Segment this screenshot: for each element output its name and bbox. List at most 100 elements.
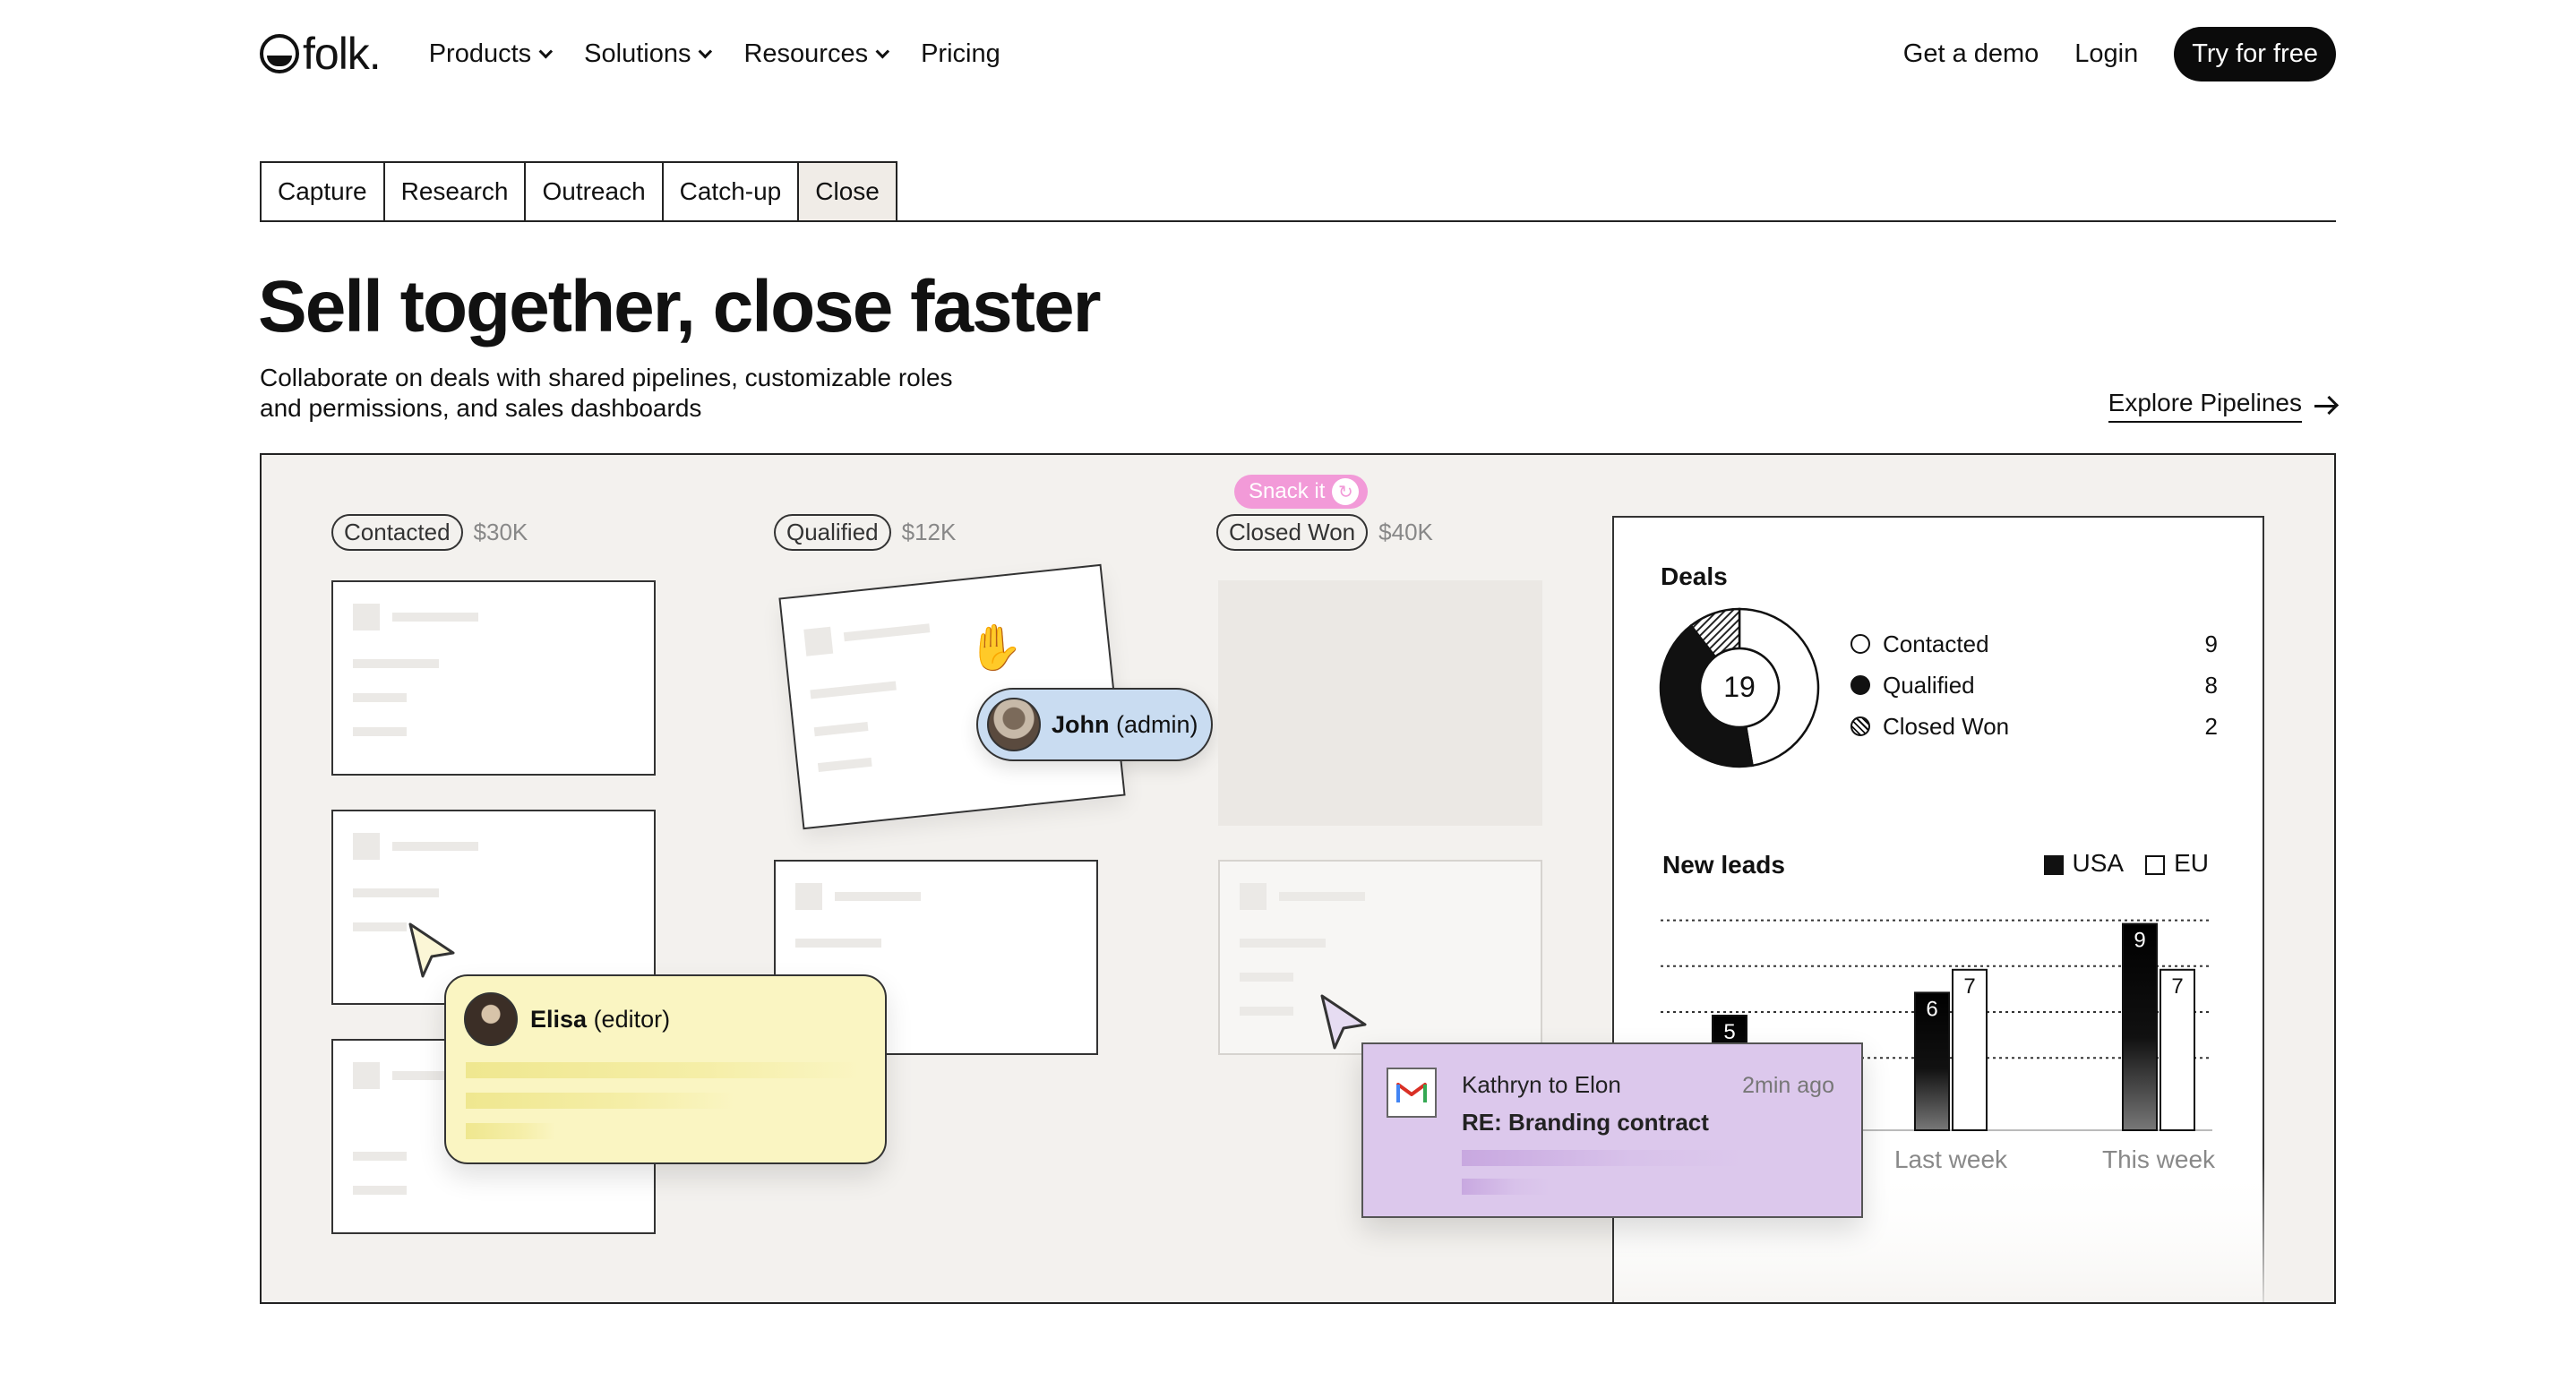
placeholder-line (353, 922, 407, 931)
tab-catch-up[interactable]: Catch-up (661, 161, 798, 222)
email-notification-card[interactable]: Kathryn to Elon 2min ago RE: Branding co… (1361, 1042, 1863, 1218)
snack-label: Snack it (1249, 479, 1326, 503)
column-qualified-header: Qualified $12K (774, 514, 956, 551)
bar-value-label: 5 (1723, 1020, 1735, 1044)
placeholder-line (1462, 1179, 1551, 1195)
deal-card[interactable] (331, 580, 656, 776)
nav-solutions[interactable]: Solutions (584, 39, 713, 69)
series-name: USA (2072, 849, 2125, 877)
nav-solutions-label: Solutions (584, 39, 691, 68)
nav-resources-label: Resources (743, 39, 869, 68)
tab-close[interactable]: Close (797, 161, 897, 222)
elisa-editing-card: Elisa (editor) (444, 974, 887, 1164)
deals-donut-chart: 19 (1659, 607, 1820, 768)
login-link[interactable]: Login (2074, 39, 2139, 68)
placeholder-line (353, 659, 439, 668)
tab-capture[interactable]: Capture (260, 161, 383, 222)
explore-pipelines-label: Explore Pipelines (2108, 389, 2302, 423)
collaborator-role: (editor) (593, 1005, 671, 1033)
outline-dot-icon (1850, 634, 1870, 654)
brand-name: folk. (303, 29, 382, 79)
stage-amount: $30K (473, 519, 528, 545)
placeholder-line (353, 1152, 407, 1161)
placeholder-block (353, 1062, 380, 1089)
placeholder-line (466, 1123, 555, 1139)
stage-pill: Closed Won (1216, 514, 1369, 551)
tab-research[interactable]: Research (382, 161, 525, 222)
new-leads-legend: USA EU (2043, 849, 2209, 878)
legend-usa: USA (2043, 849, 2125, 878)
deals-total: 19 (1723, 671, 1756, 703)
collaborator-role: (admin) (1116, 710, 1198, 738)
avatar (464, 992, 518, 1046)
nav-links: Products Solutions Resources Pricing (429, 39, 1000, 69)
hero-title: Sell together, close faster (258, 266, 1101, 347)
avatar (987, 698, 1041, 751)
bar-eu (1952, 968, 1988, 1131)
email-subject: RE: Branding contract (1462, 1109, 1709, 1136)
collaborator-name: Elisa (530, 1005, 588, 1033)
tab-outreach[interactable]: Outreach (524, 161, 662, 222)
legend-eu: EU (2145, 849, 2209, 878)
placeholder-line (813, 722, 869, 737)
feature-tabs: Capture Research Outreach Catch-up Close (260, 161, 897, 222)
placeholder-line (835, 892, 921, 901)
nav-products[interactable]: Products (428, 39, 554, 69)
folk-logo-icon (260, 34, 299, 73)
stage-pill: Qualified (774, 514, 891, 551)
nav-products-label: Products (428, 39, 532, 68)
get-demo-link[interactable]: Get a demo (1902, 39, 2039, 68)
nav-pricing-label: Pricing (921, 39, 1000, 68)
top-nav: folk. Products Solutions Resources Prici… (260, 25, 2336, 82)
email-timestamp: 2min ago (1742, 1073, 1834, 1098)
new-leads-title: New leads (1662, 851, 1785, 879)
placeholder-line (353, 1186, 407, 1195)
chevron-down-icon (699, 44, 713, 58)
placeholder-block (353, 833, 380, 860)
column-closed-won-header: Closed Won $40K (1216, 514, 1433, 551)
chevron-down-icon (875, 44, 890, 58)
legend-row-qualified: Qualified 8 (1850, 665, 2218, 706)
gmail-icon (1387, 1068, 1437, 1118)
stage-pill: Contacted (331, 514, 463, 551)
placeholder-line (1279, 892, 1365, 901)
placeholder-line (353, 888, 439, 897)
nav-pricing[interactable]: Pricing (921, 39, 1000, 69)
placeholder-line (392, 1071, 478, 1080)
nav-actions: Get a demo Login Try for free (1902, 26, 2336, 81)
column-contacted-header: Contacted $30K (331, 514, 528, 551)
deal-card[interactable] (331, 810, 656, 1005)
hatched-dot-icon (1850, 716, 1870, 736)
drop-placeholder (1218, 580, 1542, 826)
deals-title: Deals (1661, 562, 1728, 590)
grab-hand-icon: ✋ (967, 622, 1024, 673)
try-free-button[interactable]: Try for free (2174, 26, 2336, 81)
chevron-down-icon (538, 44, 554, 58)
stage-amount: $40K (1378, 519, 1433, 545)
placeholder-line (466, 1062, 860, 1078)
bar-usa (2122, 922, 2158, 1131)
filled-dot-icon (1850, 675, 1870, 695)
arrow-right-icon (2314, 404, 2336, 407)
email-sender: Kathryn to Elon (1462, 1071, 1621, 1098)
hero-subtitle: Collaborate on deals with shared pipelin… (260, 364, 953, 422)
placeholder-block (1240, 883, 1267, 910)
explore-pipelines-link[interactable]: Explore Pipelines (2108, 389, 2336, 423)
snack-it-badge[interactable]: Snack it ↻ (1234, 475, 1369, 509)
placeholder-block (795, 883, 822, 910)
legend-label: Contacted (1883, 630, 1989, 657)
placeholder-line (1240, 973, 1293, 982)
legend-row-contacted: Contacted 9 (1850, 623, 2218, 665)
placeholder-block (353, 604, 380, 630)
placeholder-line (466, 1093, 734, 1109)
placeholder-line (1240, 939, 1326, 948)
legend-value: 9 (2204, 630, 2218, 657)
bar-value-label: 9 (2134, 929, 2145, 953)
stage-amount: $12K (901, 519, 957, 545)
legend-value: 2 (2204, 712, 2218, 740)
bar-value-label: 6 (1926, 997, 1937, 1021)
deal-card[interactable] (1218, 860, 1542, 1055)
nav-resources[interactable]: Resources (743, 39, 890, 69)
folk-logo[interactable]: folk. (260, 28, 382, 80)
deals-legend: Contacted 9 Qualified 8 Closed Won 2 (1850, 623, 2218, 747)
